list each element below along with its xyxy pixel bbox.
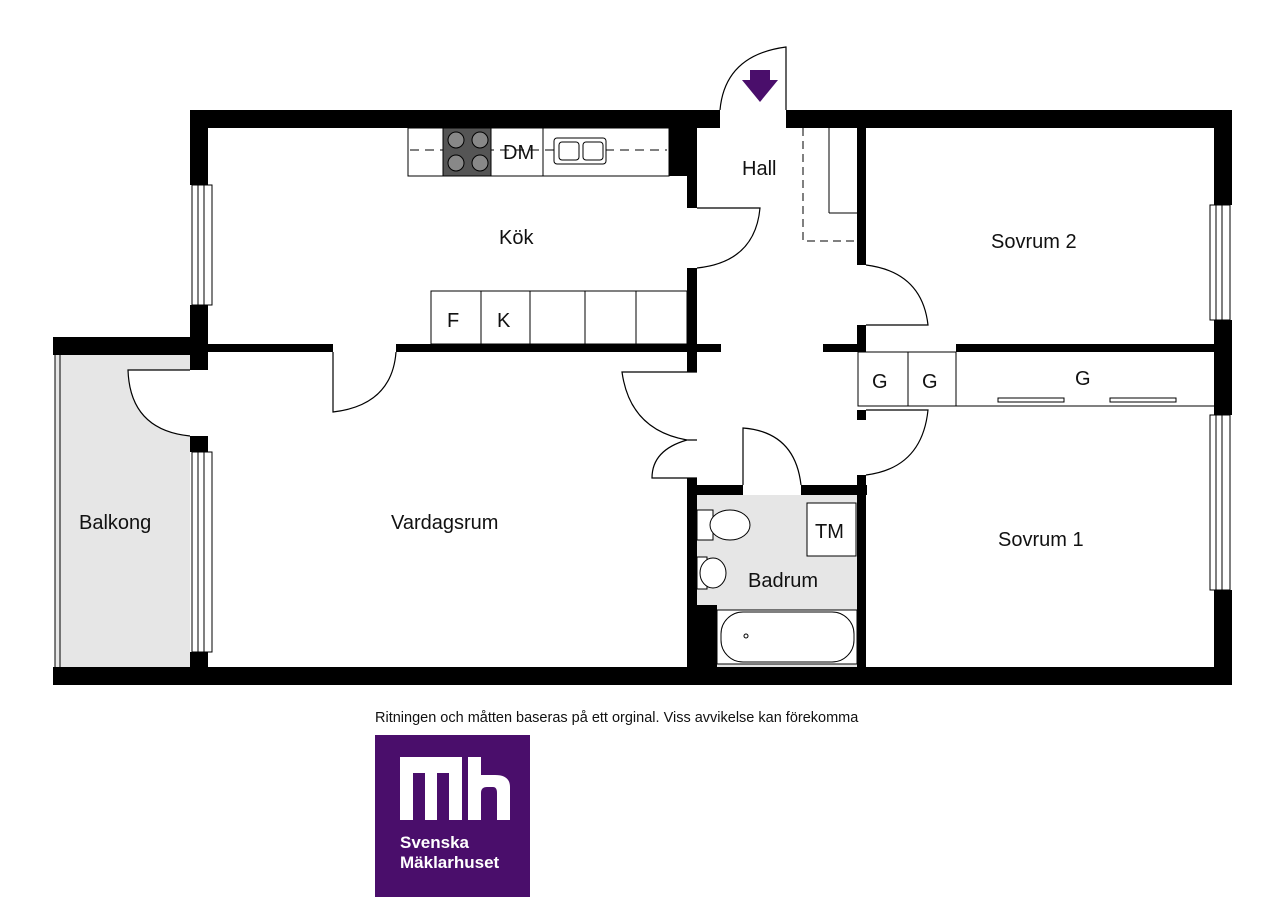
fridge-row — [430, 290, 688, 345]
hall-closet — [802, 128, 857, 242]
room-label-badrum: Badrum — [748, 570, 818, 592]
walls — [53, 110, 1232, 685]
fridge-label: F — [447, 310, 459, 332]
floor-plan: DM F K G G G TM Kök Hall Sovrum 2 — [53, 46, 1232, 685]
logo-text-line2: Mäklarhuset — [400, 853, 500, 872]
bathroom-fixtures — [696, 502, 858, 665]
kitchen-counter — [407, 127, 670, 177]
logo-text-line1: Svenska — [400, 833, 469, 852]
closet-label-2: G — [922, 371, 938, 393]
room-label-vardagsrum: Vardagsrum — [391, 512, 498, 534]
logo-mark-icon — [400, 757, 510, 820]
freezer-label: K — [497, 310, 511, 332]
dryer-label: TM — [815, 521, 844, 543]
disclaimer-text: Ritningen och måtten baseras på ett orgi… — [375, 710, 859, 726]
doors — [127, 46, 929, 486]
room-label-sovrum2: Sovrum 2 — [991, 231, 1077, 253]
dishwasher-label: DM — [503, 142, 534, 164]
room-label-hall: Hall — [742, 158, 776, 180]
company-logo: Svenska Mäklarhuset — [375, 735, 530, 897]
closet-label-3: G — [1075, 368, 1091, 390]
room-label-kok: Kök — [499, 227, 534, 249]
entrance-arrow-icon — [742, 80, 778, 102]
room-label-balkong: Balkong — [79, 512, 151, 534]
closets — [857, 351, 1214, 407]
room-label-sovrum1: Sovrum 1 — [998, 529, 1084, 551]
windows — [54, 184, 1231, 667]
closet-label-1: G — [872, 371, 888, 393]
